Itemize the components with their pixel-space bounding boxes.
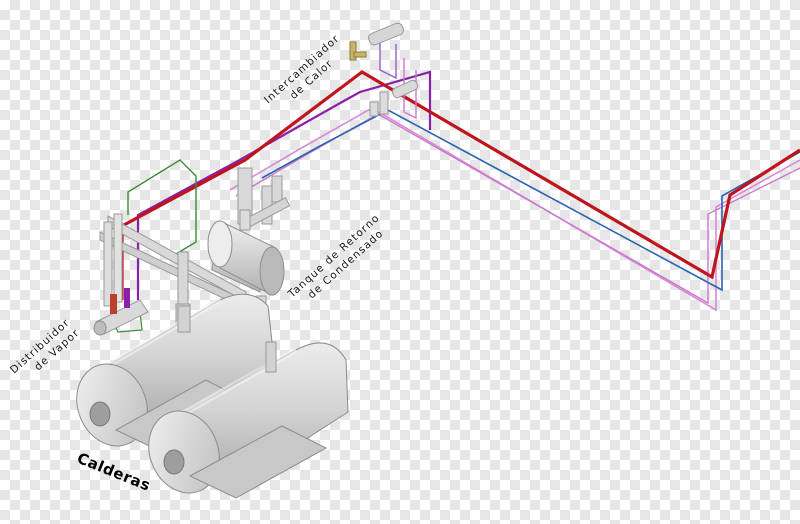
label-boilers: Calderas xyxy=(75,449,154,495)
label-steam-distributor: Distribuidor de Vapor xyxy=(8,317,82,377)
condensate-line xyxy=(136,70,432,300)
boiler-front xyxy=(148,341,349,499)
exchanger-violet xyxy=(379,38,397,80)
label-condensate-tank-line1: Tanque de Retorno xyxy=(285,212,382,301)
return-line-2 xyxy=(235,113,800,305)
water-line xyxy=(261,109,800,292)
label-condensate-tank: Tanque de Retorno de Condensado xyxy=(285,212,386,301)
label-boilers-text: Calderas xyxy=(75,449,154,495)
condensate-tank xyxy=(207,209,285,296)
heat-exchanger xyxy=(349,22,419,117)
green-line xyxy=(127,159,197,255)
